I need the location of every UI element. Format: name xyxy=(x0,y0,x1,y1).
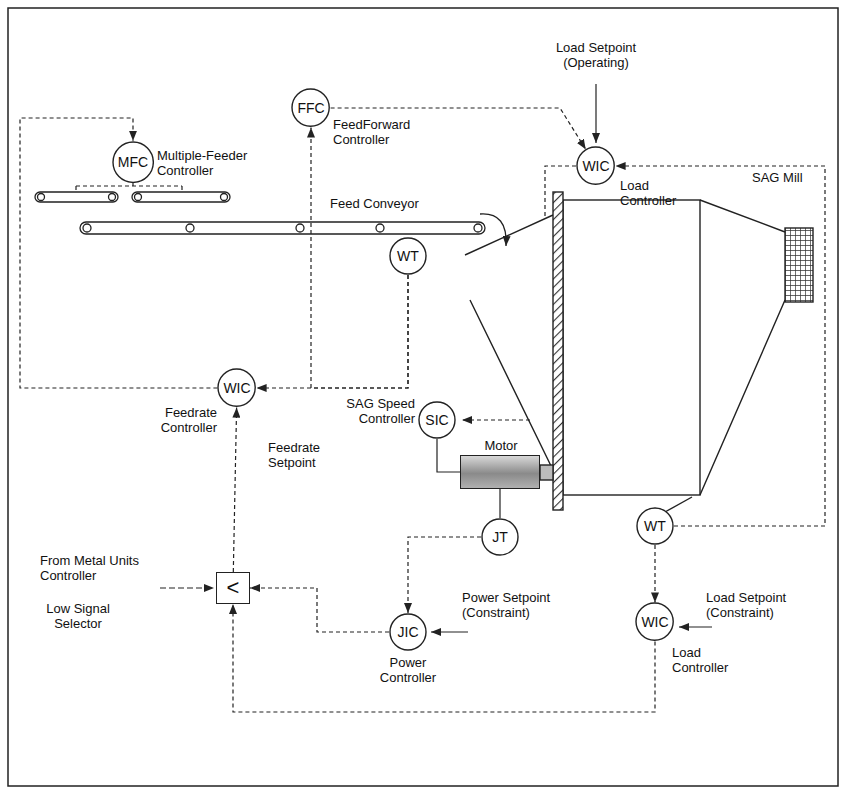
setpoint-label: Load Setpoint (Constraint) xyxy=(706,590,816,620)
feeder-signal xyxy=(76,182,182,190)
node-code: WT xyxy=(644,519,666,533)
drawing-part xyxy=(431,631,468,632)
mechanical-link xyxy=(437,439,460,472)
signal-line xyxy=(233,604,655,712)
drawing-part xyxy=(563,200,700,495)
frame xyxy=(8,8,838,786)
mill-label: SAG Mill xyxy=(752,170,822,185)
selector-box: <Low Signal Selector xyxy=(216,572,250,604)
drawing-part xyxy=(679,626,712,627)
controller-label: SAG Speed Controller xyxy=(340,396,415,426)
drawing-part xyxy=(160,587,214,588)
controller-label: Low Signal Selector xyxy=(37,601,119,631)
signal-lines xyxy=(462,166,576,420)
drawing-part xyxy=(376,224,384,232)
controller-circle: WICLoad Controller xyxy=(576,146,615,185)
node-code: MFC xyxy=(118,155,148,169)
controller-circle: JICPower Controller xyxy=(389,613,427,651)
circle-outline xyxy=(637,508,673,544)
signal-line xyxy=(616,166,825,526)
drawing-part xyxy=(35,192,118,202)
signal-line xyxy=(250,588,389,632)
drawing-part xyxy=(665,497,692,512)
controller-label: Load Controller xyxy=(672,645,744,675)
drawing-part xyxy=(785,228,813,302)
conveyor-label: Feed Conveyor xyxy=(330,196,450,211)
controller-circle: WICLoad Controller xyxy=(635,602,674,641)
node-code: < xyxy=(227,577,240,599)
motor-box: Motor xyxy=(460,455,540,489)
controller-circle: MFCMultiple-Feeder Controller xyxy=(112,141,154,183)
node-code: WT xyxy=(397,249,419,263)
drawing-part xyxy=(553,192,563,510)
controller-label: Power Controller xyxy=(373,655,443,685)
drawing-part xyxy=(474,224,482,232)
circle-outline xyxy=(292,89,329,126)
drawing-part xyxy=(80,222,485,234)
controller-circle: WICFeedrate Controller xyxy=(217,368,256,407)
node-code: JIC xyxy=(398,625,419,639)
signal-line xyxy=(654,545,655,602)
controller-circle: FFCFeedForward Controller xyxy=(291,88,330,127)
transmitter-circle: WT xyxy=(389,237,427,275)
drawing-part xyxy=(132,192,230,202)
signal-line xyxy=(233,408,236,572)
setpoint-label: Load Setpoint (Operating) xyxy=(536,40,656,70)
circle-outline xyxy=(636,603,673,640)
drawing-part xyxy=(186,224,194,232)
feed-conveyor xyxy=(80,222,485,234)
feeders xyxy=(35,192,230,202)
signal-line xyxy=(331,108,586,149)
controller-label: Multiple-Feeder Controller xyxy=(157,148,252,178)
drawing-part xyxy=(545,166,576,218)
drawing-part xyxy=(83,224,91,232)
mechanical-link xyxy=(499,489,500,518)
drawing-part xyxy=(296,224,304,232)
drawing-part xyxy=(540,465,553,480)
drawing-part xyxy=(38,194,45,201)
drawing-part xyxy=(462,419,530,420)
setpoint-label: Feedrate Setpoint xyxy=(268,440,338,470)
circle-outline xyxy=(577,147,614,184)
transmitter-circle: JT xyxy=(481,518,519,556)
node-code: JT xyxy=(492,530,508,544)
node-code: SIC xyxy=(425,413,448,427)
signal-line xyxy=(257,275,408,388)
circle-outline xyxy=(390,238,426,274)
circle-outline xyxy=(113,142,153,182)
transmitter-circle: WT xyxy=(636,507,674,545)
node-code: WIC xyxy=(582,159,609,173)
circle-outline xyxy=(390,614,426,650)
circle-outline xyxy=(482,519,518,555)
controller-label: FeedForward Controller xyxy=(333,117,423,147)
drawing-part xyxy=(135,194,142,201)
drawing-part xyxy=(700,200,785,495)
setpoint-arrows xyxy=(160,84,712,632)
drawing-part xyxy=(465,215,553,470)
node-code: WIC xyxy=(223,381,250,395)
controller-label: Motor xyxy=(466,438,536,453)
signal-source-label: From Metal Units Controller xyxy=(40,553,158,583)
feed-chute-arrow xyxy=(480,214,506,246)
node-code: FFC xyxy=(297,101,324,115)
controller-label: Feedrate Controller xyxy=(147,405,217,435)
controller-label: Load Controller xyxy=(620,178,692,208)
node-code: WIC xyxy=(641,615,668,629)
circle-outline xyxy=(419,402,455,438)
circle-outline xyxy=(218,369,255,406)
controller-circle: SICSAG Speed Controller xyxy=(418,401,456,439)
drawing-part xyxy=(221,194,228,201)
drawing-part xyxy=(76,182,182,190)
drawing-part xyxy=(595,84,596,143)
drawing-part xyxy=(109,194,116,201)
setpoint-label: Power Setpoint (Constraint) xyxy=(462,590,572,620)
